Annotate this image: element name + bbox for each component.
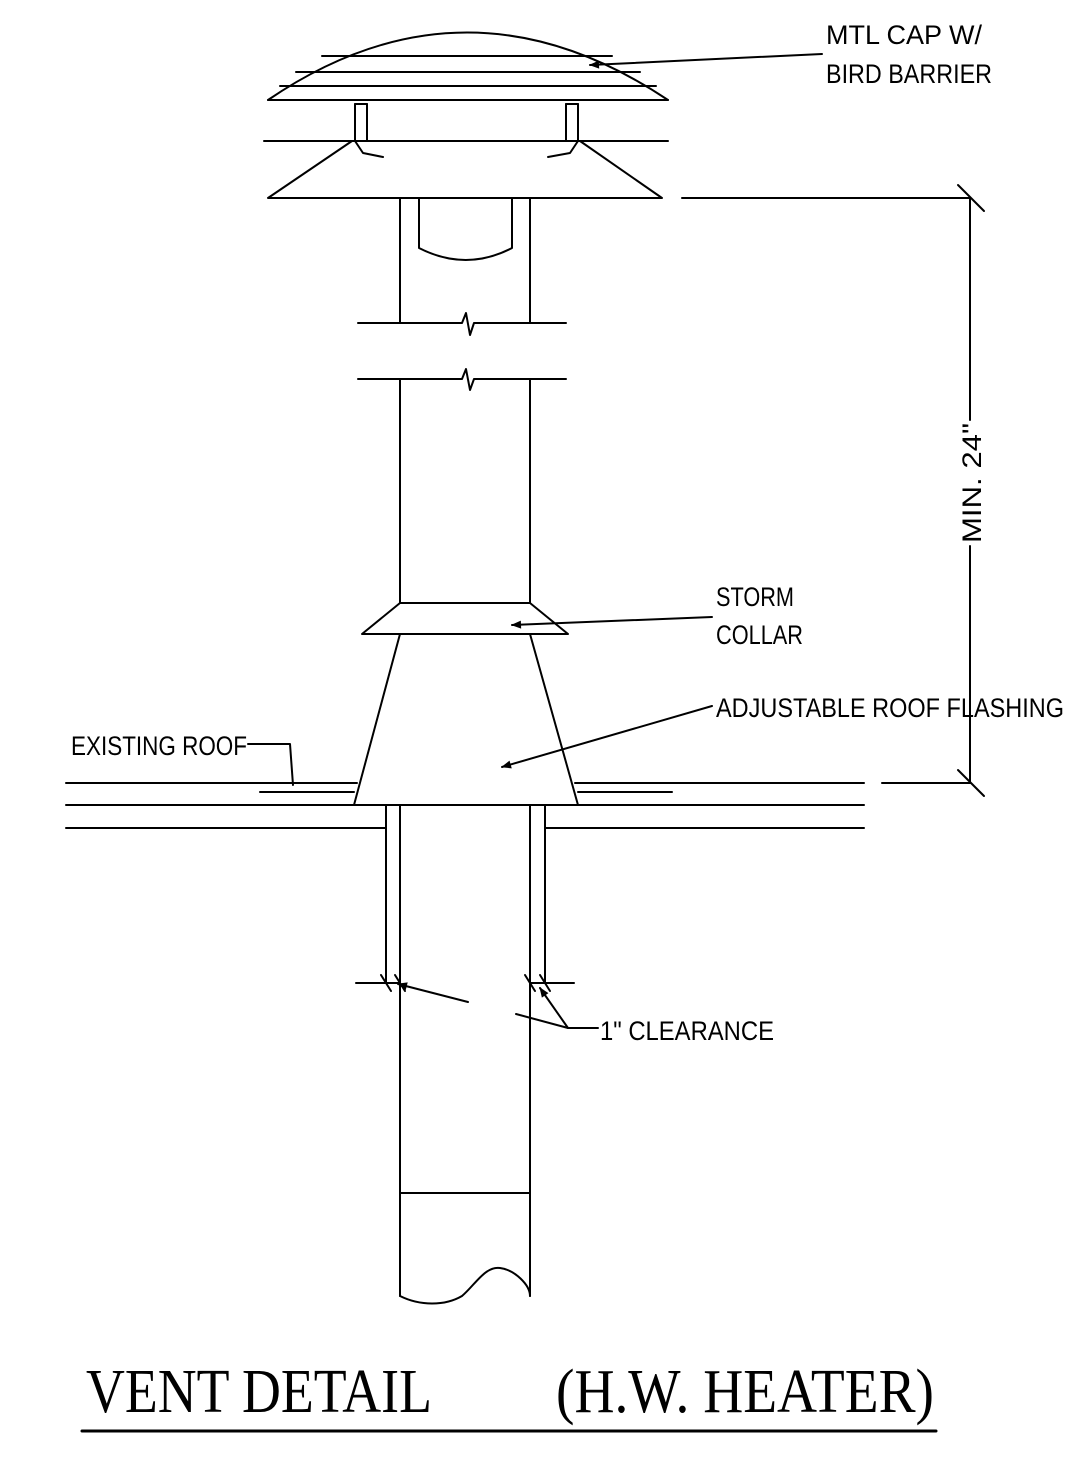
- storm-collar-label-line1: STORM: [716, 582, 794, 612]
- cap-label-line2: BIRD BARRIER: [826, 59, 992, 89]
- existing-roof-label: EXISTING ROOF: [71, 731, 247, 761]
- storm-collar: [361, 602, 569, 635]
- cap-label-line1: MTL CAP W/: [826, 20, 982, 50]
- vent-pipe-upper: [357, 197, 567, 604]
- leader-lines: [247, 53, 823, 786]
- height-dimension: [681, 184, 985, 797]
- roof-flashing: [259, 633, 673, 806]
- storm-collar-label-line2: COLLAR: [716, 620, 803, 650]
- clearance-dimension: [355, 974, 599, 1029]
- existing-roof: [65, 782, 865, 829]
- title-right: (H.W. HEATER): [556, 1358, 934, 1426]
- cap-brackets: [263, 103, 669, 158]
- min-height-label: MIN. 24": [957, 423, 987, 543]
- metal-cap: [267, 31, 669, 101]
- roof-flashing-label: ADJUSTABLE ROOF FLASHING: [716, 693, 1064, 723]
- vent-pipe-lower: [385, 804, 546, 1305]
- clearance-label: 1" CLEARANCE: [600, 1016, 774, 1046]
- cap-cone: [267, 140, 663, 199]
- title-left: VENT DETAIL: [86, 1358, 432, 1426]
